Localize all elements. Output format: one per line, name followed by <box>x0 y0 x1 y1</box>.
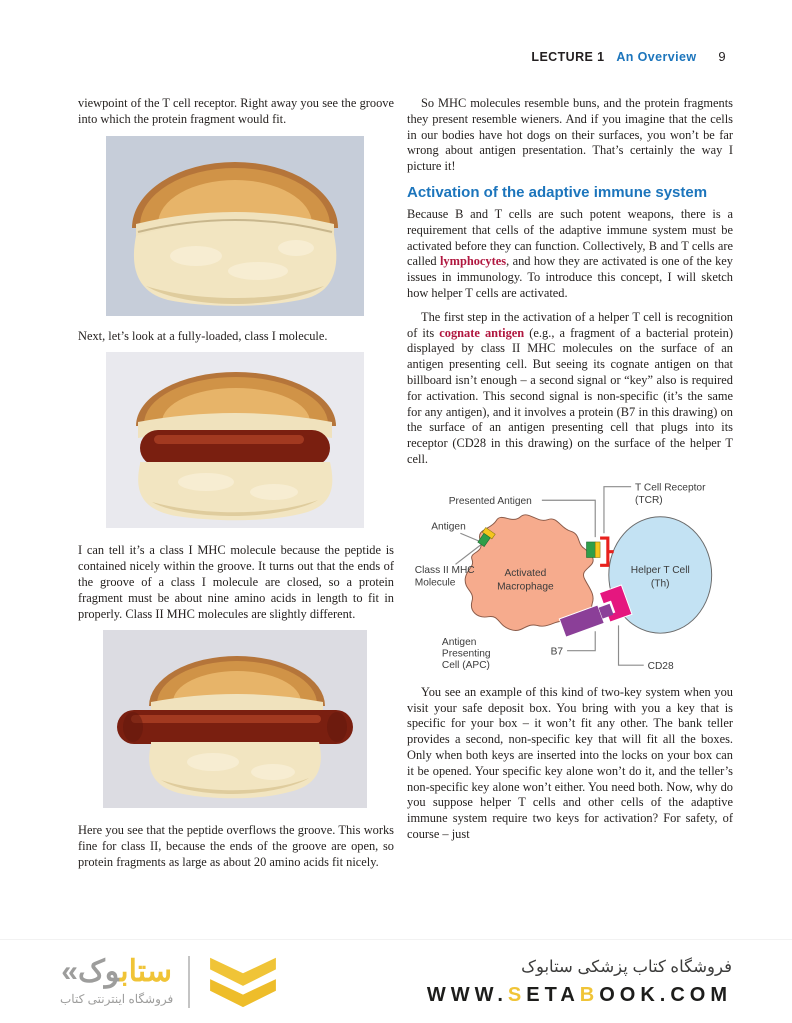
url-part-yellow-b: B <box>579 983 600 1006</box>
b7-plug-shape <box>598 603 614 619</box>
label-tcr-2: (TCR) <box>635 495 663 506</box>
keyword-cognate-antigen: cognate antigen <box>439 325 525 340</box>
label-mhc-1: Class II MHC <box>415 565 475 576</box>
activation-diagram: Presented Antigen T Cell Receptor (TCR) … <box>405 476 733 677</box>
label-helper-2: (Th) <box>651 578 670 589</box>
url-part: ETA <box>526 983 580 1006</box>
label-apc-3: Cell (APC) <box>442 660 490 671</box>
class2-mhc-shape <box>477 532 491 547</box>
first-step-part1: The first step in the activation of a he… <box>407 309 733 340</box>
caption-next: Next, let’s look at a fully-loaded, clas… <box>78 328 328 343</box>
presented-antigen-shape <box>594 541 601 558</box>
label-tcr-1: T Cell Receptor <box>635 482 706 493</box>
photo-contained-wiener <box>106 352 394 533</box>
setabook-logo: ستابوک« فروشگاه اینترنتی کتاب <box>60 952 281 1012</box>
url-part-yellow-s: S <box>507 983 527 1006</box>
paragraph-so-mhc: So MHC molecules resemble buns, and the … <box>407 96 733 174</box>
label-antigen: Antigen <box>431 521 466 532</box>
empty-bun-image <box>106 135 364 316</box>
b7-cd28-interlock <box>558 584 633 638</box>
section-title: An Overview <box>616 50 697 64</box>
url-part: OOK.COM <box>599 983 732 1006</box>
footer-watermark: ستابوک« فروشگاه اینترنتی کتاب فروشگاه کت… <box>0 939 792 1023</box>
label-helper-1: Helper T Cell <box>631 565 690 576</box>
paragraph-two-key: You see an example of this kind of two-k… <box>407 684 733 841</box>
label-apc-1: Antigen <box>442 637 477 648</box>
left-column: viewpoint of the T cell receptor. Right … <box>78 96 394 879</box>
logo-wordmark: ستابوک« <box>60 957 173 987</box>
site-info: فروشگاه کتاب پزشکی ستابوک WWW.SETABOOK.C… <box>427 957 732 1007</box>
activation-part2: , and how they are activated is one of t… <box>407 254 733 300</box>
label-cd28: CD28 <box>648 661 674 672</box>
label-macrophage-2: Macrophage <box>497 581 554 592</box>
section-heading: Activation of the adaptive immune system <box>407 183 708 201</box>
lecture-label: LECTURE 1 <box>531 50 605 64</box>
setabook-emblem-icon <box>210 957 277 1007</box>
photo-empty-hot-dog-bun <box>106 135 394 321</box>
label-macrophage-1: Activated <box>504 568 546 579</box>
wordmark-yellow: ستاب <box>120 955 172 988</box>
tcr-shape <box>600 536 614 567</box>
logo-divider <box>188 955 191 1008</box>
guillemet-mark: « <box>61 955 78 988</box>
label-apc-2: Presenting <box>442 648 491 659</box>
surface-mhc-antigen <box>477 526 496 547</box>
logo-wordmark-block: ستابوک« فروشگاه اینترنتی کتاب <box>60 957 174 1007</box>
paragraph-overflow: Here you see that the peptide overflows … <box>78 823 394 869</box>
label-mhc-2: Molecule <box>415 577 456 588</box>
paragraph-activation: Because B and T cells are such potent we… <box>407 207 733 302</box>
paragraph-first-step: The first step in the activation of a he… <box>407 310 733 468</box>
url-part: WWW. <box>426 983 508 1006</box>
photo-overflowing-wiener <box>103 630 394 813</box>
activation-part1: Because B and T cells are such potent we… <box>407 206 733 269</box>
paragraph-class1: I can tell it’s a class I MHC molecule b… <box>78 543 394 621</box>
label-b7: B7 <box>551 646 564 657</box>
contained-wiener-image <box>106 352 364 529</box>
overflowing-wiener-image <box>103 630 367 809</box>
footer-url: WWW.SETABOOK.COM <box>427 984 732 1007</box>
helper-t-cell-activation-diagram: Presented Antigen T Cell Receptor (TCR) … <box>415 482 713 672</box>
keyword-lymphocytes: lymphocytes <box>439 254 507 269</box>
footer-tagline: فروشگاه کتاب پزشکی ستابوک <box>521 957 732 976</box>
page-number: 9 <box>718 49 726 64</box>
presented-mhc-shape <box>586 541 596 558</box>
first-step-part2: (e.g., a fragment of a bacterial protein… <box>407 325 733 466</box>
logo-subtitle: فروشگاه اینترنتی کتاب <box>60 992 174 1006</box>
pointer-lines <box>455 485 644 666</box>
wordmark-gray: وک <box>77 955 121 988</box>
running-head: LECTURE 1 An Overview 9 <box>531 49 726 64</box>
helper-t-cell-shape <box>608 516 713 634</box>
right-column: So MHC molecules resemble buns, and the … <box>407 96 733 851</box>
label-presented-antigen: Presented Antigen <box>449 496 532 507</box>
paragraph-viewpoint: viewpoint of the T cell receptor. Right … <box>78 96 394 126</box>
